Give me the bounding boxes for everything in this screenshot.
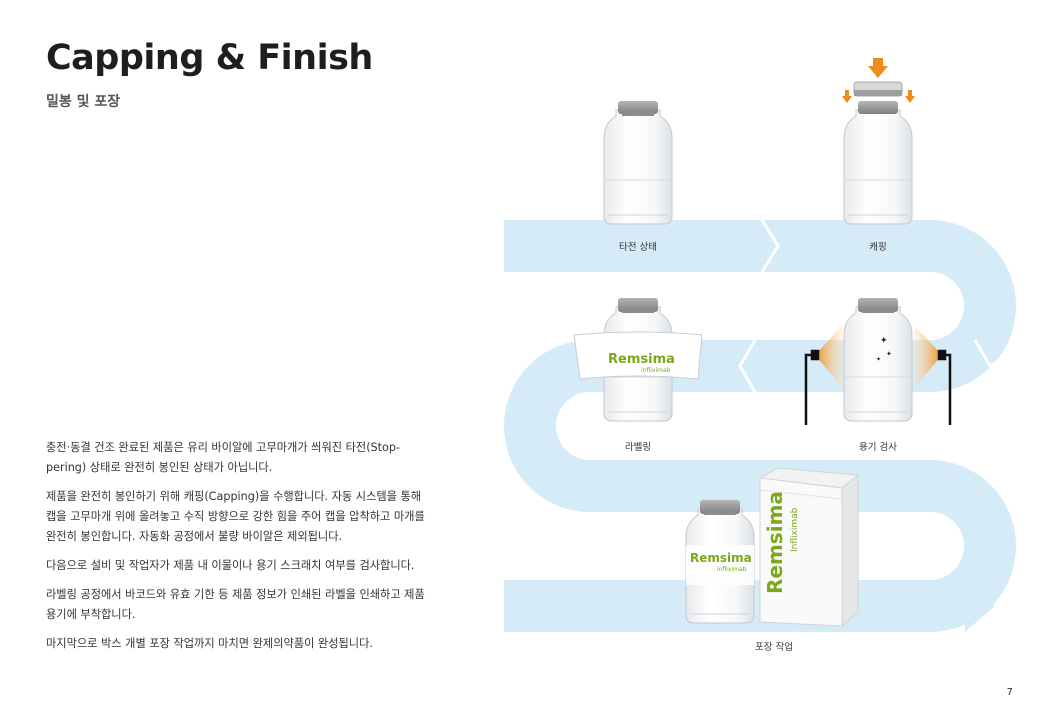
inspection-camera-left <box>804 349 820 425</box>
side-arrow-icon <box>842 90 915 103</box>
paragraph-stoppering: 충전·동결 건조 완료된 제품은 유리 바이알에 고무마개가 씌워진 타전(St… <box>46 441 401 474</box>
label-generic-text: infliximab <box>641 367 671 374</box>
sparkle-icon: ✦ ✦ ✦ <box>876 336 892 363</box>
press-arrow-icon <box>868 58 888 78</box>
box-brand-text: Remsima <box>763 491 787 594</box>
step-label-inspection: 용기 검사 <box>859 441 897 453</box>
svg-text:✦: ✦ <box>880 336 888 346</box>
step-label-stoppered: 타전 상태 <box>619 242 657 253</box>
step-label-labeling: 라벨링 <box>625 441 651 453</box>
paragraph-labeling: 라벨링 공정에서 바코드와 유효 기한 등 제품 정보가 인쇄된 라벨을 인쇄하… <box>46 588 425 621</box>
paragraph-capping: 제품을 완전히 봉인하기 위해 캐핑(Capping)을 수행합니다. 자동 시… <box>46 490 425 543</box>
paragraph-inspection: 다음으로 설비 및 작업자가 제품 내 이물이나 용기 스크래치 여부를 검사합… <box>46 559 415 572</box>
vial-capping <box>843 81 913 225</box>
vial-stoppered <box>603 101 673 225</box>
paragraph-packaging: 마지막으로 박스 개별 포장 작업까지 마치면 완제의약품이 완성됩니다. <box>46 637 373 650</box>
chevron-icon <box>738 339 757 393</box>
chevron-icon <box>973 339 1009 369</box>
vial-inspection <box>843 298 913 422</box>
step-label-capping: 캐핑 <box>869 242 886 253</box>
product-box <box>758 467 860 628</box>
process-path <box>504 220 1016 632</box>
chevron-icon <box>504 533 546 550</box>
end-arrow-icon <box>965 580 995 632</box>
inspection-light-left <box>815 325 843 388</box>
vial-brand-text: Remsima <box>690 551 752 565</box>
inspection-light-right <box>914 325 942 388</box>
page-subtitle: 밀봉 및 포장 <box>46 94 121 110</box>
svg-text:✦: ✦ <box>876 356 881 363</box>
vial-labeling <box>573 298 703 422</box>
page-title: Capping & Finish <box>46 38 373 78</box>
vial-packaged <box>685 500 755 624</box>
chevron-icon <box>760 219 780 273</box>
inspection-camera-right <box>937 349 952 425</box>
svg-text:✦: ✦ <box>886 350 892 358</box>
description-text: 충전·동결 건조 완료된 제품은 유리 바이알에 고무마개가 씌워진 타전(St… <box>46 438 431 663</box>
label-brand-text: Remsima <box>608 352 675 367</box>
page-number: 7 <box>1006 687 1013 698</box>
vial-generic-text: infliximab <box>717 566 747 573</box>
step-label-packaging: 포장 작업 <box>755 641 793 653</box>
box-generic-text: Infliximab <box>790 507 800 552</box>
